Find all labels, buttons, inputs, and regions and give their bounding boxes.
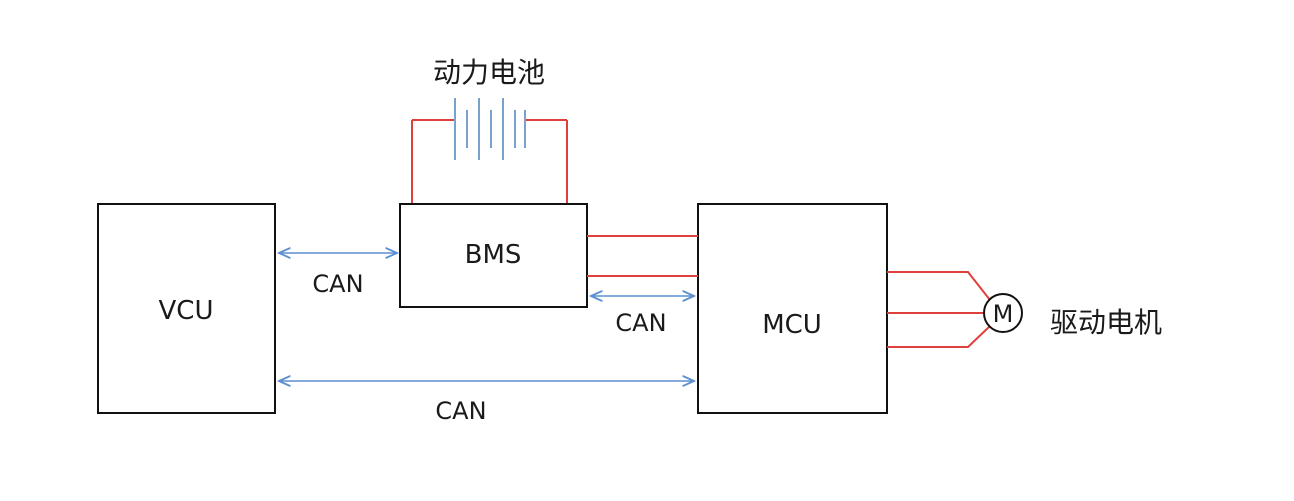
bms-mcu-power-lines (587, 235, 698, 277)
can-label-vcu-mcu: CAN (435, 397, 486, 425)
vcu-block (97, 203, 276, 414)
can-label-vcu-bms: CAN (312, 270, 363, 298)
motor-label: 驱动电机 (1050, 306, 1162, 339)
bms-label: BMS (465, 240, 522, 270)
battery-label: 动力电池 (433, 56, 545, 89)
motor-icon (983, 293, 1023, 333)
bms-block (399, 203, 588, 308)
can-label-bms-mcu: CAN (615, 309, 666, 337)
vcu-label: VCU (159, 296, 214, 326)
mcu-motor-power-lines (887, 271, 991, 348)
mcu-label: MCU (762, 310, 822, 340)
battery-icon (411, 98, 568, 203)
mcu-block (697, 203, 888, 414)
motor-symbol: M (993, 300, 1014, 328)
